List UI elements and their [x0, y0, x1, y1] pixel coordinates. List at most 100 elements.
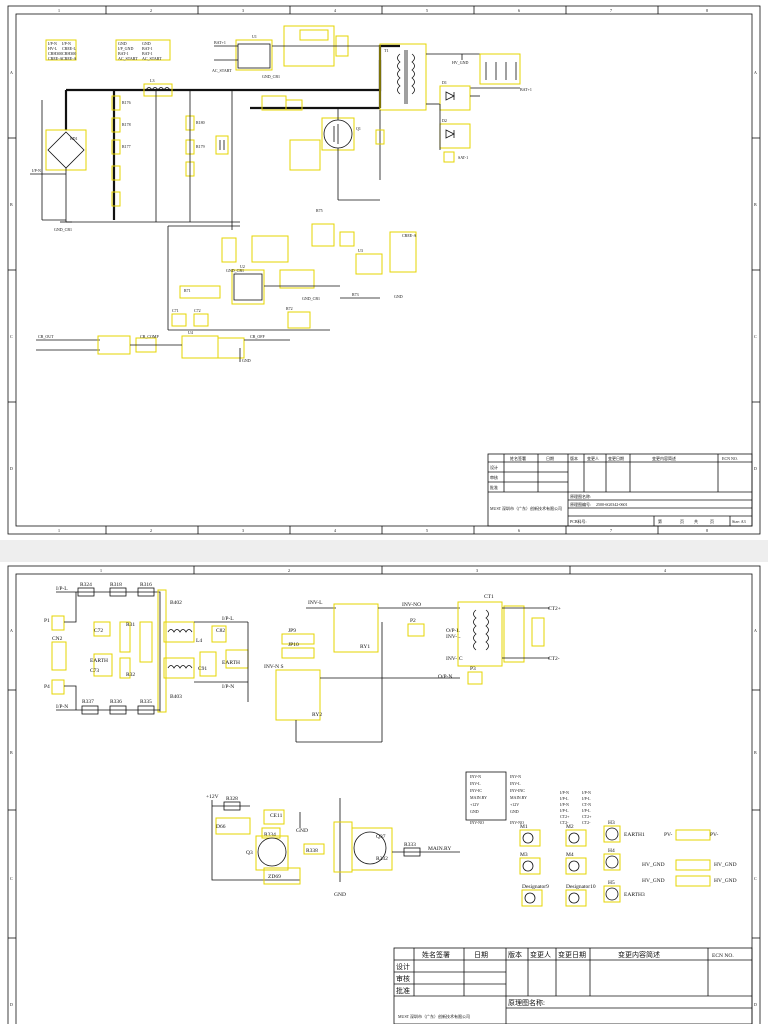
output-caps: BAT+1: [470, 53, 532, 92]
r318-label: R318: [110, 582, 122, 588]
h4-label: H4: [608, 848, 615, 854]
sheet-separator: [0, 540, 768, 562]
plus12-label: +12V: [206, 794, 219, 800]
earth-ce14-label: EARTH: [90, 658, 108, 664]
row2-d-right: D: [754, 1002, 757, 1007]
inv-ic-label: INV-IC: [446, 656, 463, 662]
tb2-chg: 变更人: [530, 950, 551, 959]
title-block-2: 姓名签署 日期 版本 变更人 变更日期 变更内容简述 ECN NO. 设计 审核…: [393, 947, 753, 1024]
h5-label: H5: [608, 880, 615, 886]
net-alias-6: I/P_GND: [118, 46, 133, 51]
mounting-holes: M1 M2 M3 M4 H3 EARTH1 H4 Designator9 Des…: [519, 820, 737, 907]
m4-label: M4: [566, 852, 574, 858]
net-alias-5b: GND: [142, 41, 151, 46]
row2-d: D: [10, 1002, 13, 1007]
q3-label: Q3: [246, 850, 253, 856]
r31-label: R31: [126, 622, 135, 628]
inv-a-label: INV-L: [446, 634, 461, 640]
net-alias-5: GND: [118, 41, 127, 46]
nla-5: GND: [510, 809, 519, 814]
row-a-right: A: [754, 70, 757, 75]
relay-section: JP9 JP10 INV-L RY1 INV-NO INV-N S RY2: [247, 600, 460, 743]
net-alias-8b: AC_START: [142, 56, 162, 61]
tb1-page-end: 页: [710, 519, 714, 524]
nla-6: INV-NO: [510, 820, 524, 825]
net-alias-3: CBH300: [48, 51, 62, 56]
col-8-bottom: 8: [706, 528, 708, 533]
column-markers: 1 2 3 4 5 6 7 8 1 2 3 4 5 6 7 8: [58, 6, 708, 534]
c72-label: C72: [194, 308, 201, 313]
r180-label: R180: [196, 120, 205, 125]
u4-label: U4: [188, 330, 193, 335]
row2-b-right: B: [754, 750, 757, 755]
l3-label: L3: [150, 78, 154, 83]
tb2-date: 日期: [474, 951, 488, 959]
input-top-chain: I/P-L R324 R318 R316 B402 I/P-N R337 R33…: [56, 582, 182, 715]
tb1-pcb: PCB料号:: [570, 518, 587, 524]
bat-label: BAT+1: [214, 40, 226, 45]
net-alias-right: I/P-N I/P-L I/P-N I/P-L CT2+ CT2- I/P-N …: [560, 790, 592, 825]
tb2-ecn: ECN NO.: [712, 953, 734, 959]
outer-frame: [7, 5, 761, 535]
gnd-cb3-label: GND_CB1: [226, 268, 244, 273]
schematic-1-canvas: 1 2 3 4 5 6 7 8 1 2 3 4 5 6 7 8 A B C D …: [7, 5, 761, 535]
nl-2: INV-IC: [470, 788, 482, 793]
relay-driver: +12V R328 D66 CE11 R334 Q3 GND R338 ZD69…: [206, 794, 460, 898]
ct2p-label: CT2+: [548, 606, 561, 612]
inv-l-label: INV-L: [308, 600, 323, 606]
hvg1-label: HV_GND: [642, 862, 665, 868]
nla-2: INV-INC: [510, 788, 525, 793]
tb1-design: 设计: [490, 464, 498, 470]
earth3-label: EARTH3: [624, 892, 645, 898]
tb1-desc: 变更内容简述: [652, 455, 676, 461]
tb1-total: 共: [694, 518, 698, 524]
c72-s2-label: C72: [94, 628, 103, 634]
net-alias-2: HV-L: [48, 46, 58, 51]
ip-l-mid-label: I/P-L: [222, 616, 234, 622]
nla-3: MAIN.RY: [510, 795, 527, 800]
optocoupler-u1: U1 BAT+1 AC_START GND_CB1: [212, 25, 380, 79]
hvg2-label: HV_GND: [714, 862, 737, 868]
earth1-label: EARTH1: [624, 832, 645, 838]
tb1-size: Size: A3: [732, 519, 746, 524]
zd69-label: ZD69: [268, 874, 281, 880]
d66-label: D66: [216, 824, 226, 830]
tb2-approve: 批准: [396, 986, 410, 995]
r72-label: R72: [286, 306, 293, 311]
lower-signal-row: CB_OUT CB_COMP U4 CB_OFF GND: [36, 330, 290, 363]
tb1-chg: 变更人: [587, 455, 599, 461]
tb1-schno-val: 2500-6G0342-0601: [596, 502, 628, 507]
schematic-sheet-1: 1 2 3 4 5 6 7 8 1 2 3 4 5 6 7 8 A B C D …: [7, 5, 761, 535]
title-block-1: 姓名签署 日期 版本 变更人 变更日期 变更内容简述 ECN NO. 设计 审核…: [487, 453, 753, 527]
transformer-t1: T1 HV_GND: [379, 43, 500, 111]
r71-label: R71: [184, 288, 191, 293]
l4-label: L4: [196, 638, 202, 644]
inner-frame-2: [15, 573, 753, 1024]
nl-4: +12V: [470, 802, 479, 807]
gnd-cb-label: GND_CB1: [54, 227, 72, 232]
op-n-label: O/P-N: [438, 674, 452, 680]
r334-label: R334: [264, 832, 276, 838]
nla-1: INV-L: [510, 781, 521, 786]
nr-2: I/P-N: [560, 802, 569, 807]
u2-label: U2: [240, 264, 245, 269]
bridge-rectifier: BD1 I/P-N GND_CB1: [30, 100, 87, 232]
tb1-approve: 批准: [490, 484, 498, 490]
c91-label: C91: [198, 666, 207, 672]
col-5-bottom: 5: [426, 528, 428, 533]
u3-label: U3: [358, 248, 363, 253]
c73-label: C73: [90, 668, 99, 674]
cb-a-label: CREE-A: [402, 233, 417, 238]
col-7: 7: [610, 8, 612, 13]
ip-n-label: I/P-N: [32, 168, 41, 173]
des9-label: Designator9: [522, 884, 549, 890]
col2-3: 3: [476, 568, 478, 573]
inv-no-label: INV-NO: [402, 602, 421, 608]
col2-2: 2: [288, 568, 290, 573]
cb-off-label: CB_OFF: [250, 334, 265, 339]
gnd-cb4-label: GND_CB1: [302, 296, 320, 301]
tb2-company: MUST 深圳市（广东）创新技术有限公司: [398, 1013, 470, 1019]
outer-frame-2: [7, 565, 761, 1024]
net-alias-3b: CBH300: [62, 51, 76, 56]
col-6-bottom: 6: [518, 528, 520, 533]
